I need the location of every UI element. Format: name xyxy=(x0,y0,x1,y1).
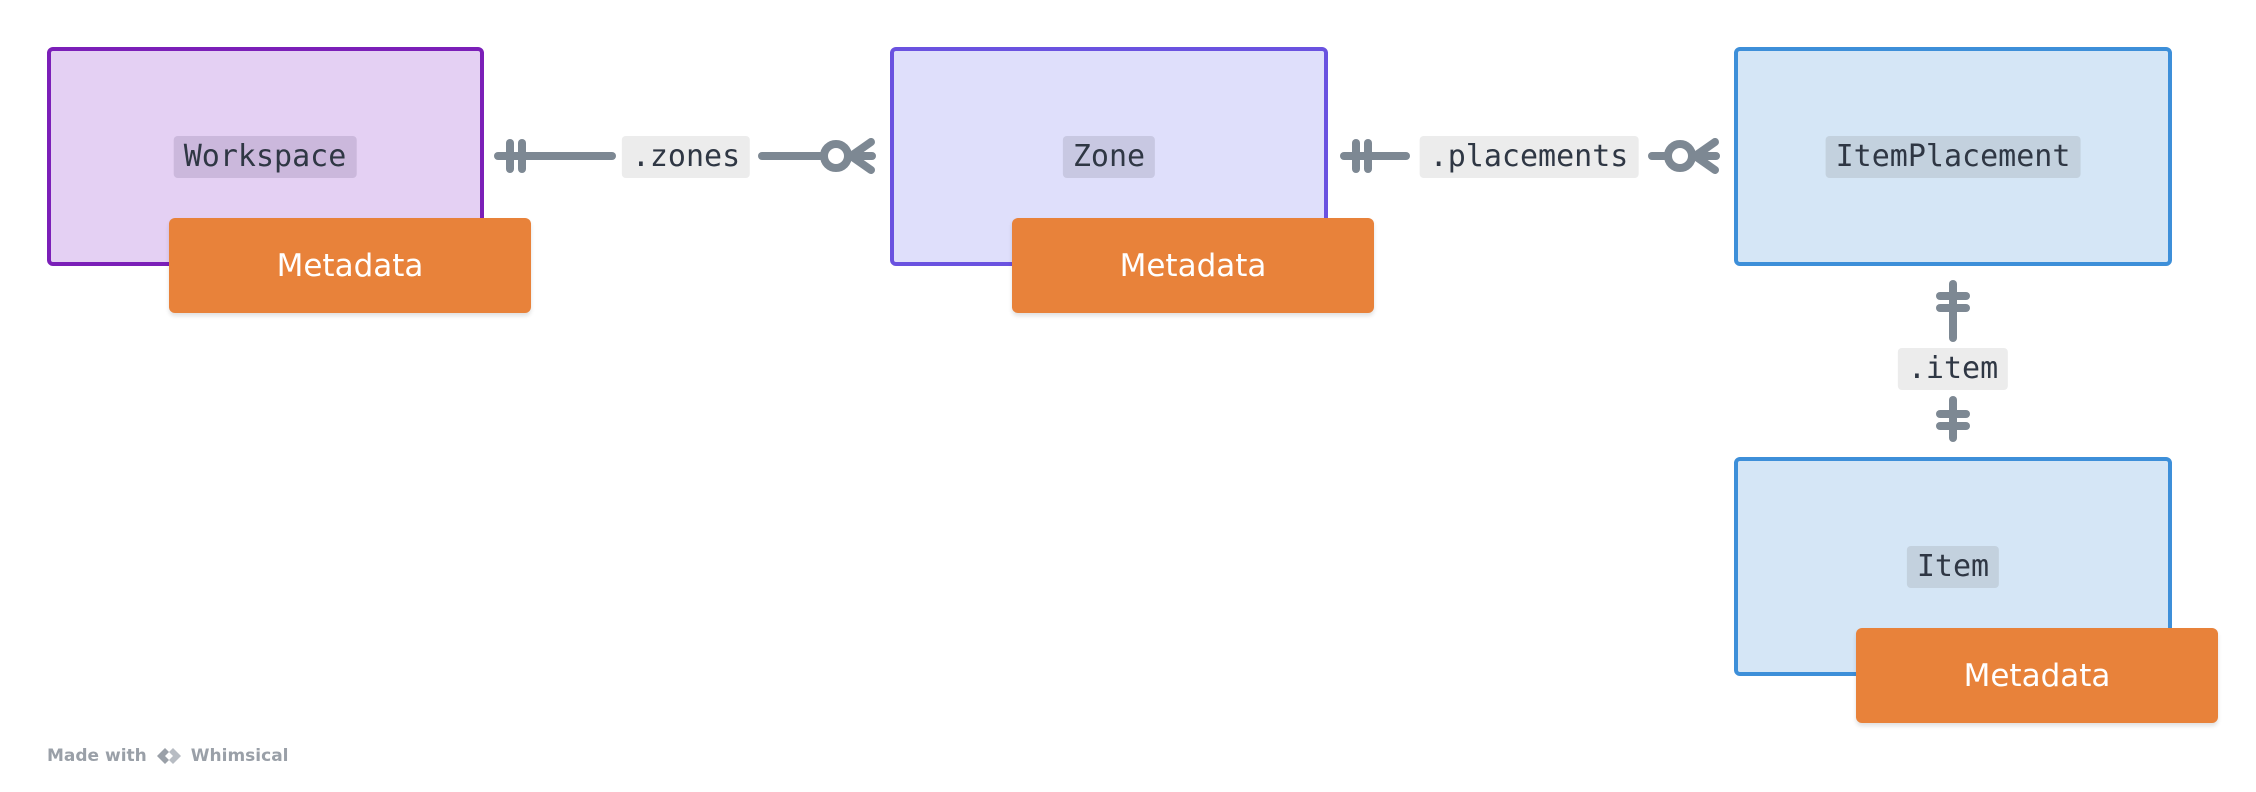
whimsical-logo-icon xyxy=(156,748,181,764)
connector-item xyxy=(1936,280,1970,442)
connector-placements xyxy=(1340,138,1720,174)
item-metadata-badge[interactable]: Metadata xyxy=(1856,628,2218,723)
connector-zones xyxy=(494,138,876,174)
entity-item-label: Item xyxy=(1906,546,2000,588)
crow-foot-icon xyxy=(1688,138,1720,174)
workspace-metadata-badge[interactable]: Metadata xyxy=(169,218,531,313)
entity-item-placement-label: ItemPlacement xyxy=(1825,136,2081,178)
brand-name: Whimsical xyxy=(190,746,289,766)
relation-placements-label[interactable]: .placements xyxy=(1419,136,1639,178)
zone-metadata-badge[interactable]: Metadata xyxy=(1012,218,1374,313)
entity-zone-label: Zone xyxy=(1062,136,1156,178)
relation-item-label[interactable]: .item xyxy=(1897,348,2009,390)
relation-zones-label[interactable]: .zones xyxy=(621,136,751,178)
crow-foot-icon xyxy=(844,138,876,174)
entity-workspace-label: Workspace xyxy=(173,136,357,178)
made-with-text: Made with xyxy=(47,746,147,766)
footer-branding[interactable]: Made with Whimsical xyxy=(47,745,289,767)
